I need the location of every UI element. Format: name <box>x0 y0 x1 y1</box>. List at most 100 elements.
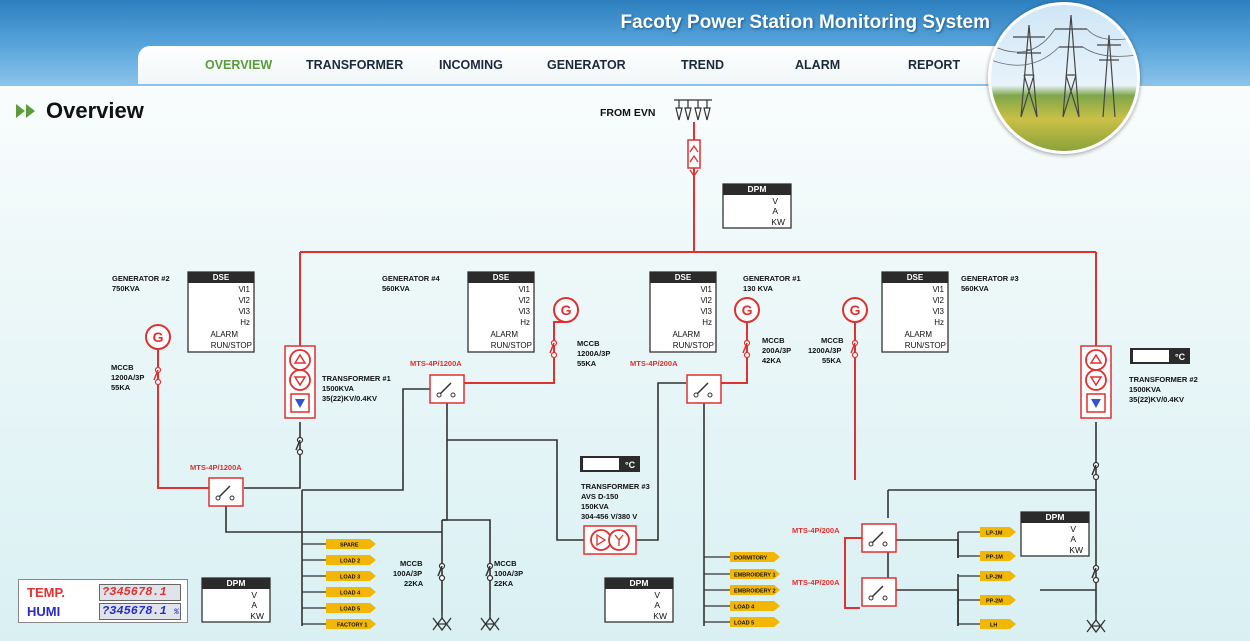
dse-panel-g3: DSE Vl1 Vl2 Vl3 Hz ALARM RUN/STOP <box>881 271 949 353</box>
svg-text:Vl2: Vl2 <box>518 296 530 305</box>
svg-text:LOAD 3: LOAD 3 <box>340 575 360 581</box>
source-label: FROM EVN <box>600 107 655 119</box>
svg-text:Vl1: Vl1 <box>700 285 712 294</box>
svg-text:100A/3P: 100A/3P <box>494 569 523 578</box>
svg-text:Vl3: Vl3 <box>932 307 944 316</box>
dpm-left-panel: DPM V A KW <box>201 577 271 623</box>
svg-text:ALARM: ALARM <box>210 330 238 339</box>
svg-text:1200A/3P: 1200A/3P <box>808 346 841 355</box>
svg-text:KW: KW <box>250 611 264 621</box>
incoming-fuse-icon <box>687 139 701 178</box>
tab-overview[interactable]: OVERVIEW <box>205 58 273 72</box>
mts-c-switch <box>686 374 722 404</box>
svg-text:SPARE: SPARE <box>340 543 359 549</box>
svg-text:MCCB: MCCB <box>111 363 134 372</box>
tab-trend[interactable]: TREND <box>681 58 725 72</box>
svg-text:MCCB: MCCB <box>494 559 517 568</box>
svg-text:Vl2: Vl2 <box>700 296 712 305</box>
svg-text:Vl2: Vl2 <box>238 296 250 305</box>
svg-text:LOAD 5: LOAD 5 <box>340 607 360 613</box>
load-tags-left: SPARE LOAD 2 LOAD 3 LOAD 4 LOAD 5 FACTOR… <box>326 539 376 629</box>
main-nav: OVERVIEW TRANSFORMER INCOMING GENERATOR … <box>138 46 1038 84</box>
svg-text:DSE: DSE <box>675 273 692 282</box>
svg-text:LOAD 2: LOAD 2 <box>340 559 360 565</box>
svg-text:Hz: Hz <box>702 318 712 327</box>
svg-text:MCCB: MCCB <box>821 336 844 345</box>
svg-text:MCCB: MCCB <box>577 339 600 348</box>
svg-text:Vl3: Vl3 <box>238 307 250 316</box>
svg-text:Vl2: Vl2 <box>932 296 944 305</box>
app-title: Facoty Power Station Monitoring System <box>620 12 991 33</box>
svg-text:LP-1M: LP-1M <box>986 531 1003 537</box>
tab-alarm[interactable]: ALARM <box>795 58 841 72</box>
tab-report[interactable]: REPORT <box>908 58 961 72</box>
generator-3-icon <box>842 297 868 323</box>
svg-text:ALARM: ALARM <box>490 330 518 339</box>
svg-text:GENERATOR #1: GENERATOR #1 <box>743 274 801 283</box>
svg-text:A: A <box>251 600 257 610</box>
svg-text:55KA: 55KA <box>111 383 131 392</box>
svg-text:DSE: DSE <box>213 273 230 282</box>
transformer-1-icon <box>284 345 316 419</box>
svg-text:560KVA: 560KVA <box>961 284 989 293</box>
svg-text:Vl3: Vl3 <box>518 307 530 316</box>
tab-generator[interactable]: GENERATOR <box>547 58 626 72</box>
svg-text:304-456 V/380 V: 304-456 V/380 V <box>581 512 637 521</box>
evn-source-icon <box>674 99 712 121</box>
tab-incoming[interactable]: INCOMING <box>439 58 503 72</box>
svg-text:LP-2M: LP-2M <box>986 575 1003 581</box>
dpm-mid-panel: DPM V A KW <box>604 577 674 623</box>
transformer-3-icon <box>583 525 637 555</box>
mts-e-switch <box>861 577 897 607</box>
svg-text:MTS-4P/1200A: MTS-4P/1200A <box>190 463 242 472</box>
generator-1-icon <box>734 297 760 323</box>
svg-text:A: A <box>654 600 660 610</box>
svg-text:LOAD 4: LOAD 4 <box>340 591 361 597</box>
svg-text:Vl1: Vl1 <box>238 285 250 294</box>
load-tags-mid: DORMITORY EMBROIDERY 1 EMBROIDERY 2 LOAD… <box>730 552 780 627</box>
svg-text:MTS-4P/200A: MTS-4P/200A <box>792 578 840 587</box>
svg-text:Vl1: Vl1 <box>932 285 944 294</box>
page-title: Overview <box>46 98 144 123</box>
svg-text:200A/3P: 200A/3P <box>762 346 791 355</box>
svg-text:TRANSFORMER #1: TRANSFORMER #1 <box>322 374 391 383</box>
svg-text:V: V <box>251 590 257 600</box>
svg-text:RUN/STOP: RUN/STOP <box>673 341 714 350</box>
svg-text:MTS-4P/200A: MTS-4P/200A <box>792 526 840 535</box>
svg-text:RUN/STOP: RUN/STOP <box>491 341 532 350</box>
svg-text:DPM: DPM <box>748 184 767 194</box>
feeder-1-ground-icon <box>432 611 452 631</box>
svg-text:100A/3P: 100A/3P <box>393 569 422 578</box>
generator-2-icon <box>145 324 171 350</box>
svg-text:RUN/STOP: RUN/STOP <box>905 341 946 350</box>
svg-text:Hz: Hz <box>240 318 250 327</box>
tab-transformer[interactable]: TRANSFORMER <box>306 58 404 72</box>
svg-text:DPM: DPM <box>227 578 246 588</box>
svg-text:LH: LH <box>990 623 997 629</box>
humi-label: HUMI <box>27 604 61 619</box>
load-tags-right: LP-1M PP-1M LP-2M PP-2M LH <box>980 527 1016 629</box>
svg-text:1500KVA: 1500KVA <box>1129 385 1162 394</box>
svg-text:1500KVA: 1500KVA <box>322 384 355 393</box>
mccb-labels: MCCB 1200A/3P 55KA MCCB 1200A/3P 55KA MC… <box>111 336 844 588</box>
svg-text:GENERATOR #3: GENERATOR #3 <box>961 274 1019 283</box>
svg-text:°C: °C <box>625 460 636 470</box>
svg-text:MTS-4P/1200A: MTS-4P/1200A <box>410 359 462 368</box>
left-load-taps <box>302 531 980 625</box>
svg-text:TRANSFORMER #3: TRANSFORMER #3 <box>581 482 650 491</box>
svg-text:DSE: DSE <box>907 273 924 282</box>
humi-value: ?345678.1 % <box>99 603 181 620</box>
environment-sensor-panel: TEMP. ?345678.1 °C HUMI ?345678.1 % <box>18 579 188 623</box>
svg-text:150KVA: 150KVA <box>581 502 609 511</box>
svg-text:TRANSFORMER #2: TRANSFORMER #2 <box>1129 375 1198 384</box>
svg-text:V: V <box>772 196 778 206</box>
svg-text:35(22)KV/0.4KV: 35(22)KV/0.4KV <box>1129 395 1184 404</box>
svg-text:DSE: DSE <box>493 273 510 282</box>
svg-text:1200A/3P: 1200A/3P <box>577 349 610 358</box>
svg-text:42KA: 42KA <box>762 356 782 365</box>
svg-text:55KA: 55KA <box>577 359 597 368</box>
svg-text:55KA: 55KA <box>822 356 842 365</box>
svg-text:AVS D-150: AVS D-150 <box>581 492 618 501</box>
svg-text:KW: KW <box>771 217 785 227</box>
mts-d-switch <box>861 523 897 553</box>
